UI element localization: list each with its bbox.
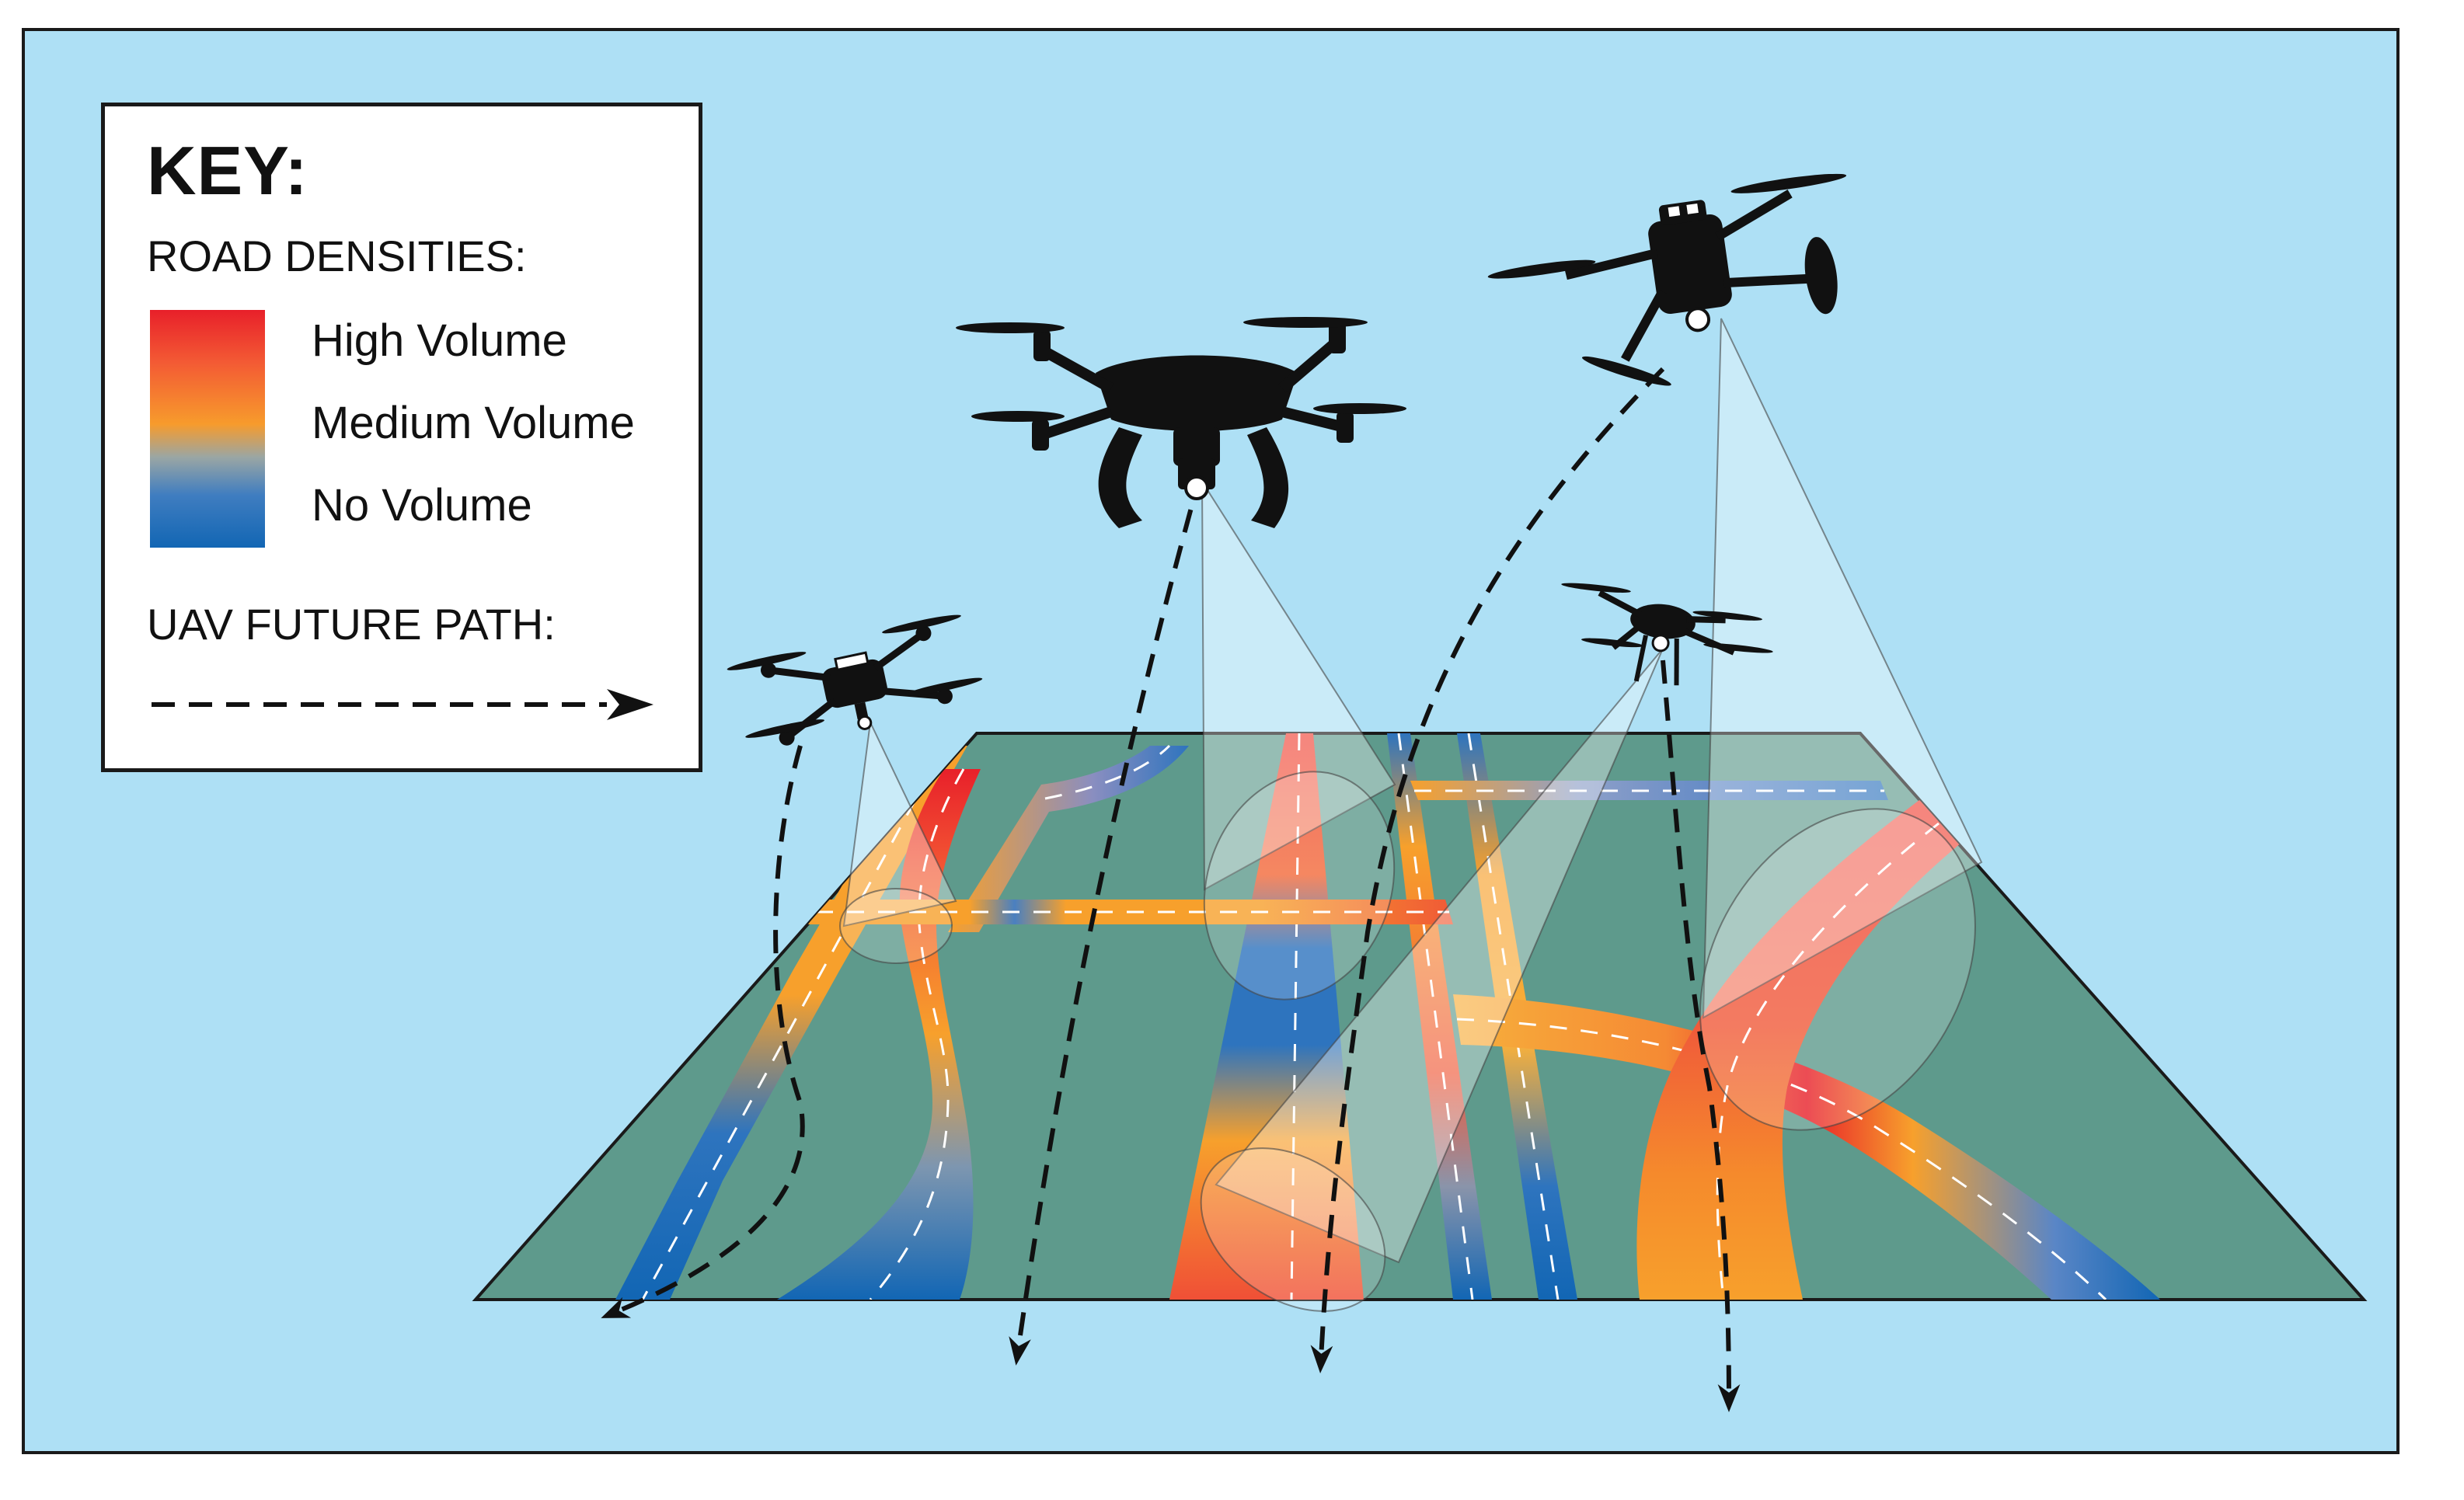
legend-key: KEY: ROAD DENSITIES: High Volume Medium …: [101, 103, 702, 772]
density-gradient-bar: [150, 310, 265, 548]
road: [1636, 800, 1966, 1300]
road: [615, 746, 967, 1300]
camera-cones: [839, 318, 1983, 1312]
drone-icon: [727, 614, 983, 746]
future-path-sample: [152, 689, 653, 720]
drone-icon: [1561, 583, 1773, 686]
road: [1410, 781, 1888, 800]
road: [1169, 733, 1364, 1300]
uav-future-paths: [601, 367, 1741, 1412]
road: [1387, 733, 1492, 1300]
future-path: [1661, 660, 1741, 1412]
drone-icon: [1487, 173, 1847, 386]
road: [1453, 994, 2160, 1300]
future-path: [1310, 367, 1665, 1373]
legend-medium-volume: Medium Volume: [312, 398, 635, 448]
future-path-label: UAV FUTURE PATH:: [147, 600, 556, 649]
future-path: [601, 745, 805, 1318]
legend-high-volume: High Volume: [312, 315, 567, 366]
future-path: [1009, 473, 1203, 1366]
road-network: [615, 733, 2160, 1300]
road-densities-label: ROAD DENSITIES:: [147, 231, 527, 280]
key-title: KEY:: [147, 132, 308, 209]
legend-no-volume: No Volume: [312, 480, 532, 531]
drone-icon: [956, 317, 1406, 528]
